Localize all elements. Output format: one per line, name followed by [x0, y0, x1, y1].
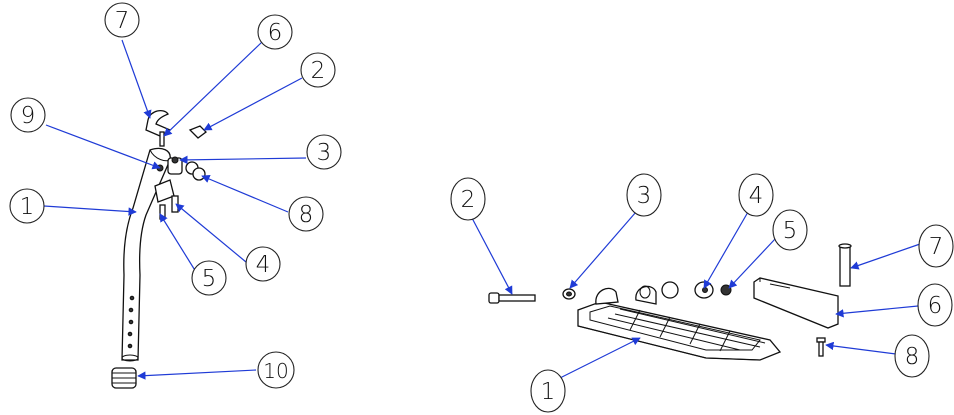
svg-text:6: 6	[268, 20, 283, 46]
leader-left-9	[45, 124, 161, 170]
leader-left-7	[121, 39, 152, 119]
leader-left-6	[163, 41, 263, 137]
balloon-left-5: 5	[191, 260, 227, 296]
balloon-left-4: 4	[245, 246, 281, 282]
leader-left-1	[43, 205, 137, 216]
balloon-left-1: 1	[9, 188, 45, 224]
leader-right-3	[569, 211, 637, 289]
svg-text:9: 9	[21, 103, 36, 129]
right-assembly: 2 3 4 5 7 6 1 8	[450, 173, 954, 413]
balloon-right-5: 5	[772, 209, 808, 251]
svg-text:4: 4	[256, 252, 271, 278]
svg-text:1: 1	[20, 194, 35, 220]
svg-text:5: 5	[202, 266, 217, 292]
balloon-left-9: 9	[10, 97, 46, 133]
right-part-pin	[838, 243, 852, 287]
balloon-right-1: 1	[530, 369, 566, 413]
leader-left-8	[201, 175, 289, 213]
svg-text:8: 8	[299, 202, 314, 228]
leader-right-7	[850, 243, 921, 270]
leader-right-8	[825, 341, 897, 355]
svg-text:2: 2	[461, 187, 476, 213]
right-part-bolt	[488, 292, 536, 304]
right-part-screw	[816, 337, 826, 357]
balloon-left-8: 8	[288, 196, 324, 232]
balloon-left-10: 10	[257, 351, 295, 389]
svg-text:10: 10	[263, 359, 288, 383]
left-part-tube	[121, 147, 171, 362]
left-assembly: 7 6 2 9 3 1 8 4 5 10	[9, 2, 342, 389]
leader-right-5	[728, 237, 777, 289]
svg-text:3: 3	[637, 183, 652, 209]
leader-left-10	[137, 369, 257, 380]
balloon-right-8: 8	[894, 334, 930, 378]
balloon-right-3: 3	[626, 173, 662, 217]
balloon-left-2: 2	[300, 52, 336, 88]
balloon-left-3: 3	[306, 134, 342, 170]
leader-left-4	[175, 203, 247, 263]
balloon-right-4: 4	[738, 173, 774, 217]
svg-text:2: 2	[311, 58, 326, 84]
leader-right-6	[835, 305, 919, 318]
svg-text:4: 4	[749, 183, 764, 209]
leader-right-2	[471, 217, 513, 295]
leader-right-1	[559, 337, 641, 379]
right-part-heel-strap	[753, 277, 839, 329]
svg-text:7: 7	[115, 8, 130, 34]
leader-left-2	[203, 77, 303, 131]
svg-text:3: 3	[317, 140, 332, 166]
balloon-left-7: 7	[104, 2, 140, 38]
right-part-spacer	[661, 281, 714, 299]
svg-text:7: 7	[929, 234, 944, 260]
right-part-nut	[720, 284, 732, 296]
leader-right-4	[703, 211, 749, 289]
balloon-left-6: 6	[257, 14, 293, 50]
right-part-footplate	[577, 285, 782, 361]
svg-text:8: 8	[905, 344, 920, 370]
svg-text:6: 6	[928, 293, 943, 319]
leader-left-5	[159, 213, 197, 273]
svg-text:5: 5	[783, 218, 798, 244]
leader-left-3	[179, 155, 307, 165]
right-part-washer	[562, 288, 576, 300]
svg-text:1: 1	[541, 379, 556, 405]
left-part-endcap	[111, 367, 137, 389]
balloon-right-6: 6	[917, 283, 953, 327]
balloon-right-7: 7	[918, 224, 954, 268]
balloon-right-2: 2	[450, 177, 486, 221]
